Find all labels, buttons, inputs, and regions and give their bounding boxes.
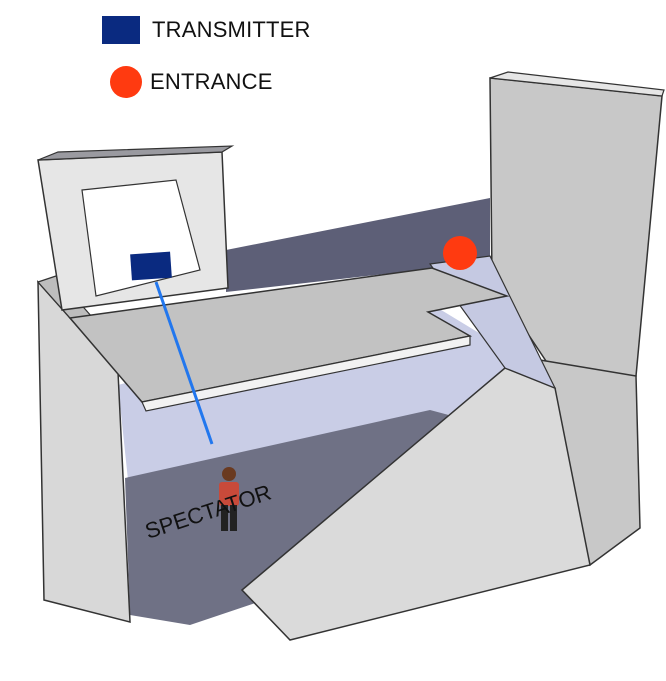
transmitter-beam [154,281,214,445]
entrance-swatch [110,66,142,98]
entrance-marker [443,236,477,270]
legend-item-entrance: ENTRANCE [110,66,273,98]
frame-tower-top [37,145,235,161]
right-tall-wall-top [489,71,665,97]
transmitter-swatch [102,16,140,44]
transmitter-box [130,251,172,281]
entrance-label: ENTRANCE [150,69,273,94]
mezzanine-edge [141,335,471,412]
legend-item-transmitter: TRANSMITTER [102,16,311,44]
transmitter-label: TRANSMITTER [152,17,311,42]
ramp-surface [240,367,591,641]
spectator-figure [219,467,239,531]
